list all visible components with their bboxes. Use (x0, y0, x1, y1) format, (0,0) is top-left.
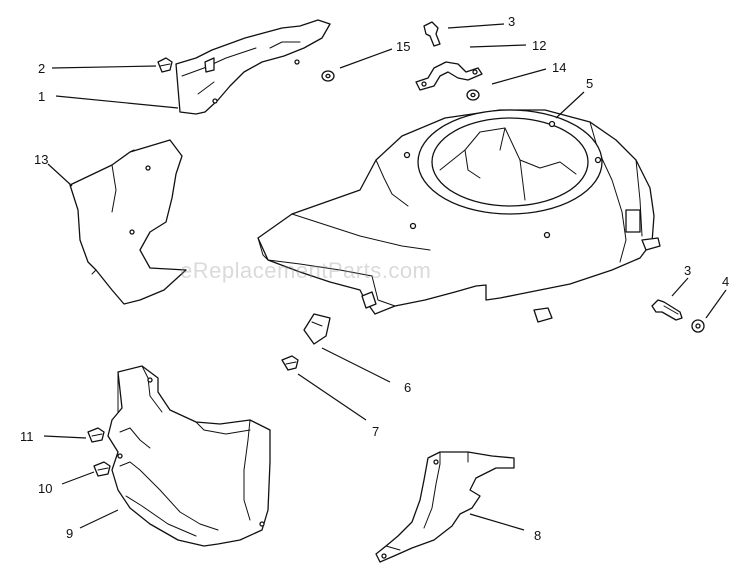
leader-14 (491, 68, 547, 85)
callout-2: 2 (38, 61, 45, 76)
side-shield-part-13 (69, 139, 187, 305)
callout-11: 11 (20, 429, 34, 444)
callout-15: 15 (396, 39, 410, 54)
leader-15 (339, 48, 393, 69)
leader-12 (469, 44, 527, 48)
leader-3-right (671, 277, 689, 297)
callout-7: 7 (372, 424, 379, 439)
callout-3-right: 3 (684, 263, 691, 278)
leader-1 (55, 95, 179, 109)
washer-part-4 (691, 319, 705, 333)
callout-6: 6 (404, 380, 411, 395)
leader-4 (705, 289, 727, 319)
leader-2 (51, 65, 157, 69)
leader-8 (469, 513, 525, 531)
bracket-part-8 (375, 451, 515, 563)
screw-part-10 (93, 461, 111, 477)
leader-10 (61, 471, 95, 485)
washer-part-15 (321, 70, 335, 82)
callout-4: 4 (722, 274, 729, 289)
screw-part-7 (281, 355, 299, 371)
callout-9: 9 (66, 526, 73, 541)
blower-housing-part-5 (257, 109, 661, 323)
screw-part-2 (157, 57, 173, 73)
callout-12: 12 (532, 38, 546, 53)
callout-10: 10 (38, 481, 52, 496)
callout-5: 5 (586, 76, 593, 91)
callout-3-top: 3 (508, 14, 515, 29)
bolt-top-part-3 (423, 21, 441, 47)
callout-1: 1 (38, 89, 45, 104)
callout-labels: 1 2 3 12 15 14 5 13 3 4 6 7 11 10 9 8 (20, 14, 729, 543)
leader-5 (555, 91, 585, 119)
leader-9 (79, 509, 119, 529)
bolt-right-part-3 (651, 299, 683, 321)
leader-7 (297, 373, 367, 421)
clip-part-6 (303, 313, 331, 345)
callout-13: 13 (34, 152, 48, 167)
washer-part-14 (466, 89, 480, 101)
leader-lines (43, 23, 727, 531)
clamp-part-12 (415, 61, 483, 91)
upper-shroud-part-1 (175, 19, 331, 115)
cylinder-shield-part-9 (107, 365, 271, 547)
leader-11 (43, 435, 87, 439)
callout-14: 14 (552, 60, 566, 75)
leader-13 (47, 163, 73, 187)
screw-part-11 (87, 427, 105, 443)
leader-3-top (447, 23, 505, 29)
leader-6 (321, 347, 391, 383)
callout-8: 8 (534, 528, 541, 543)
